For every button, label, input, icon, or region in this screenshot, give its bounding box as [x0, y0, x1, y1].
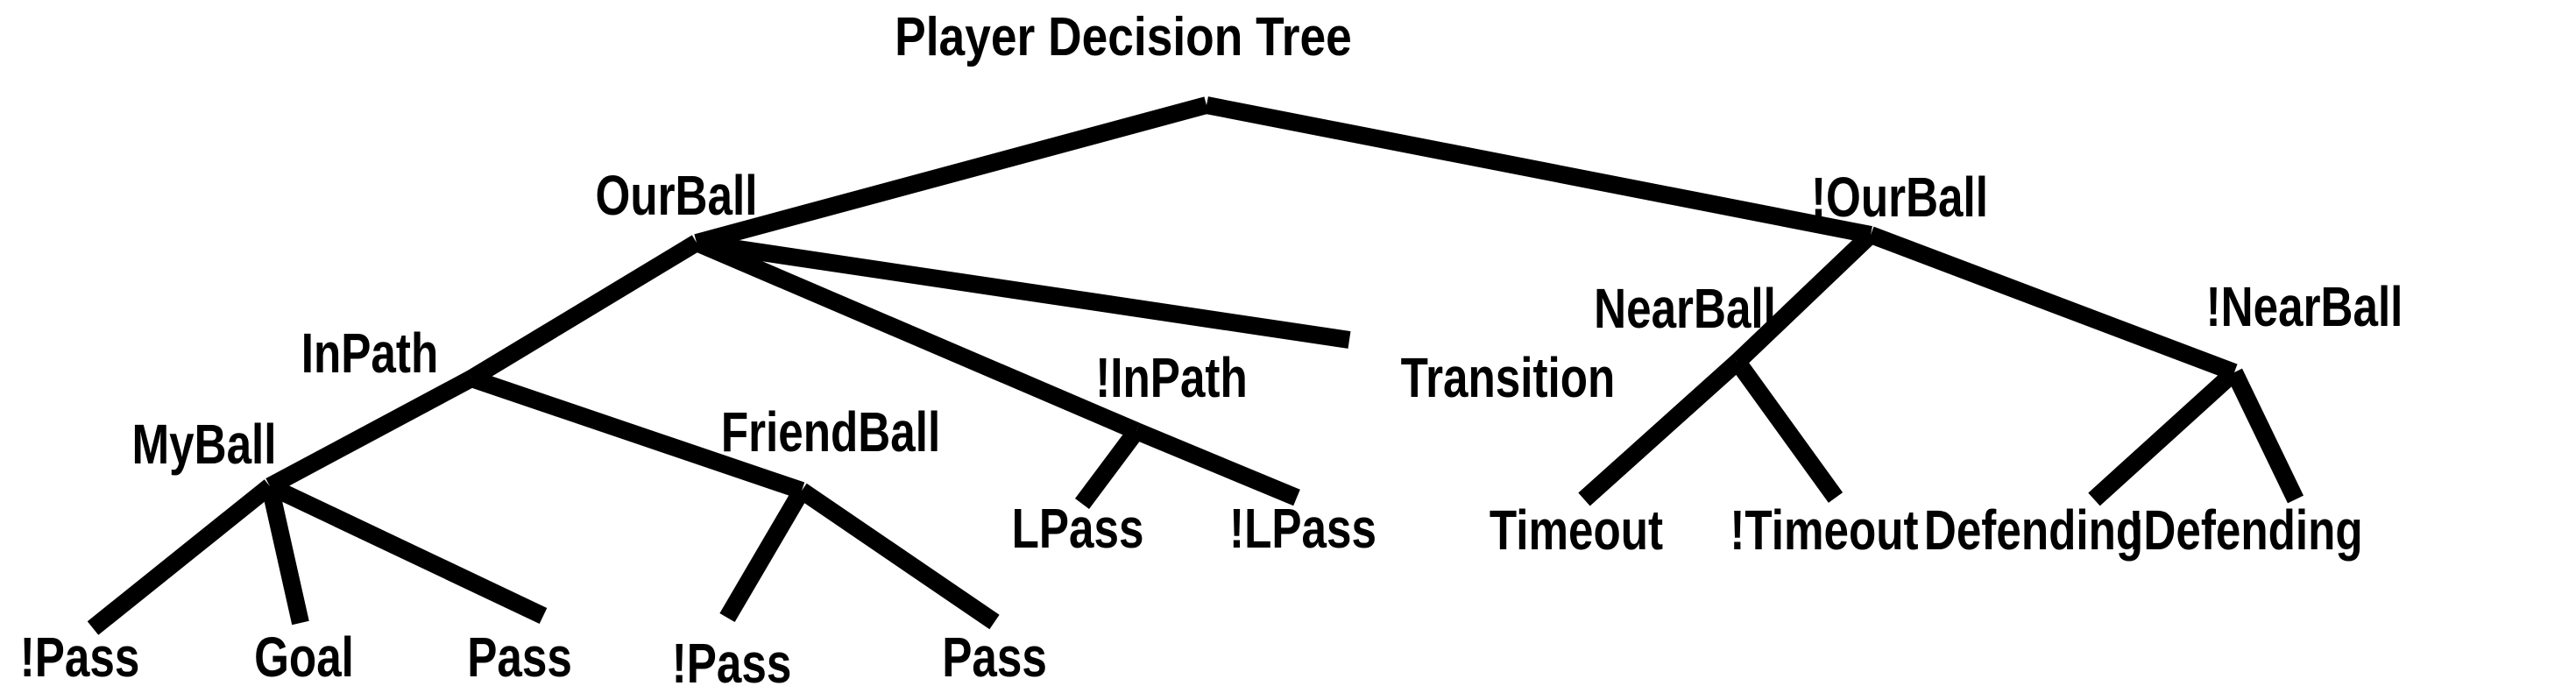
node-label-nearball: NearBall [1594, 277, 1776, 340]
edge-not-nearball-not-defending [2226, 368, 2304, 504]
edge-ourball-inpath [466, 235, 702, 386]
node-label-not-inpath: !InPath [1095, 346, 1248, 409]
node-label-leaf-pass: Pass [467, 626, 572, 689]
edge-inpath-friendball [468, 370, 805, 499]
node-label-inpath: InPath [301, 322, 439, 385]
node-label-friendball: FriendBall [720, 400, 941, 463]
node-label-not-nearball: !NearBall [2205, 275, 2403, 338]
edge-nearball-not-timeout [1730, 357, 1844, 503]
edge-not-ourball-nearball [1731, 228, 1877, 369]
edge-not-inpath-lpass [1074, 426, 1144, 509]
edge-inpath-myball [265, 371, 476, 494]
edge-root-ourball [694, 96, 1209, 251]
node-label-leaf-goal: Goal [254, 626, 354, 689]
node-label-defending: Defending [1923, 499, 2144, 562]
node-label-ourball: OurBall [595, 164, 758, 227]
node-label-timeout: Timeout [1489, 499, 1664, 562]
node-label-myball: MyBall [131, 413, 277, 476]
node-label-leaf-fpass: Pass [942, 626, 1047, 689]
node-label-not-ourball: !OurBall [1811, 166, 1988, 229]
edge-not-inpath-not-lpass [1133, 422, 1300, 506]
edge-not-nearball-defending [2088, 365, 2240, 506]
edge-myball-leaf-goal [261, 484, 309, 626]
edge-myball-leaf-pass [265, 477, 548, 625]
edge-ourball-not-inpath [693, 234, 1140, 440]
node-label-leaf-not-pass: !Pass [19, 626, 140, 689]
edge-nearball-timeout [1578, 355, 1744, 506]
node-label-not-lpass: !LPass [1229, 497, 1376, 560]
edge-myball-leaf-not-pass [87, 479, 276, 635]
edge-friendball-leaf-fnot-pass [719, 485, 810, 623]
edge-not-ourball-not-nearball [1867, 226, 2238, 381]
edge-ourball-transition [695, 234, 1351, 349]
edge-root-not-ourball [1205, 96, 1872, 244]
diagram-title: Player Decision Tree [895, 7, 1352, 67]
node-label-not-timeout: !Timeout [1730, 499, 1919, 562]
node-label-leaf-fnot-pass: !Pass [671, 632, 792, 693]
node-label-not-defending: !Defending [2128, 499, 2363, 562]
edge-friendball-leaf-fpass [796, 483, 1000, 630]
node-label-lpass: LPass [1011, 497, 1144, 560]
node-label-transition: Transition [1400, 346, 1616, 409]
